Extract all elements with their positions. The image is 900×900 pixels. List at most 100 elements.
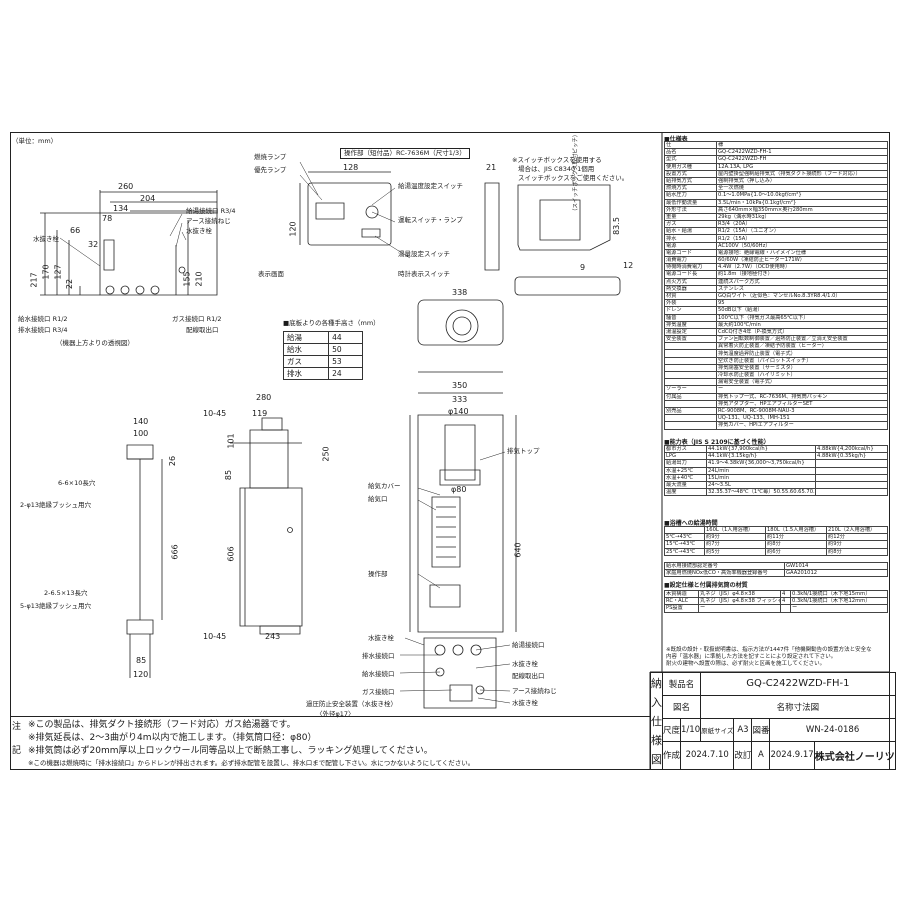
dim-350: 350: [452, 381, 468, 390]
label-operation: 操作部: [368, 570, 388, 578]
label-outer-diameter: 〈外径φ17〉: [316, 710, 355, 718]
dim-280: 280: [256, 393, 272, 402]
spec-cell: 60/60W（凍結防止ヒーター171W）: [716, 255, 888, 265]
dim-phi80: φ80: [451, 485, 467, 494]
capacity-cell: 24〜3.5L: [706, 480, 816, 490]
spec-cell: 待機時消費電力: [664, 263, 717, 272]
spec-cell: GQ-C2422WZD-FH-1: [716, 148, 888, 157]
spec-cell: 4.4W（2.7W）（OCD使用時）: [716, 263, 888, 272]
supply-time-cell: 約7分: [704, 540, 766, 549]
dim-119: 119: [252, 409, 268, 418]
label-clock-switch: 時計表示スイッチ: [398, 270, 450, 278]
dim-210: 210: [194, 271, 204, 287]
drawing-no: WN-24-0186: [769, 717, 896, 742]
vent-cell: ー: [790, 604, 888, 613]
spec-cell: 消費電力: [664, 255, 717, 265]
capacity-cell: 4.88kW{0.35kg/h}: [815, 452, 888, 461]
notes-label-1: 注: [12, 722, 22, 732]
spec-note-2: 内容「温水器」に準拠した方法を記すことにより設定されて下さい。: [666, 654, 837, 660]
note-line-2: ※排気延長は、2〜3曲がり4m以内で施工します。（排気筒口径：φ80）: [28, 733, 317, 743]
spec-cell: [664, 349, 717, 358]
spec-cell: 型式: [664, 155, 717, 164]
label-slot-6-5x13: 2-6.5×13長穴: [44, 589, 88, 597]
paper-value: A3: [733, 717, 753, 742]
spec-cell: 電源接地：絶縁電線・ハイメイン仕様: [716, 248, 888, 258]
spec-cell: 設置方式: [664, 169, 717, 178]
label-drain-plug: 水抜き栓: [512, 660, 538, 668]
spec-row: 異常着火防止装置／凍結予防装置（ヒーター）: [664, 342, 888, 351]
spec-cell: AC100V（50/60Hz）: [716, 241, 888, 250]
intake-grille: [432, 497, 460, 567]
capacity-cell: 都市ガス: [664, 444, 707, 454]
supply-time-cell: 約5分: [704, 547, 766, 556]
capacity-row: 温度32.35.37〜48℃（1℃毎）50.55.60.65.70.75.80℃…: [664, 488, 888, 497]
operation-panel: [430, 585, 460, 607]
spec-cell: ー: [716, 385, 888, 394]
label-priority-lamp: 優先ランプ: [254, 166, 287, 174]
spec-cell: 排気トップ一式、RC-7636M、排気筒パッキン: [716, 392, 888, 401]
drawing-sheet: [10, 132, 890, 770]
spec-cell: 湯温設定: [664, 327, 717, 337]
bottom-view: [424, 638, 496, 708]
label-wall-side: （スイッチボックス取付ピッチ）: [573, 131, 579, 214]
spec-cell: 空炊き防止装置（パイロットスイッチ）: [716, 356, 888, 365]
dim-338: 338: [452, 288, 468, 297]
switchbox-note-3: スイッチボックスをご使用ください。: [518, 174, 629, 182]
product-name: GQ-C2422WZD-FH-1: [700, 672, 896, 696]
spec-row: 排気カバー、HPIエアフィルター: [664, 421, 888, 430]
spec-title: ■仕様表: [664, 136, 688, 143]
capacity-cell: 温度: [664, 488, 707, 497]
supply-time-cell: 約11分: [765, 533, 827, 542]
dim-120: 120: [288, 221, 298, 237]
capacity-cell: 4.88kW{4,200kcal/h}: [815, 444, 888, 454]
vent-title: ■設定仕様と付属排気筒の材質: [664, 582, 748, 589]
dim-26: 26: [168, 455, 178, 467]
spec-cell: 騒音: [664, 313, 717, 322]
remote-screen: [316, 203, 344, 219]
remote-title: 操作部（短付品）RC-7636M（尺寸1/3）: [340, 148, 470, 159]
spec-cell: 排気温度: [664, 320, 717, 329]
label-water-drain-plug-2: 水抜き栓: [512, 699, 538, 707]
spec-cell: [664, 370, 717, 380]
vent-cell: 丸ネジ（JIS）φ4.8×38: [698, 589, 781, 599]
unit-label: （単位：mm）: [12, 137, 58, 145]
vent-cell: 丸ネジ（JIS）φ4.8×38 フィッシャープラグSX 6×30: [698, 597, 781, 606]
vent-row: PS設置ーー: [664, 604, 888, 613]
spec-cell: 排気温度過昇防止装置（電子式）: [716, 349, 888, 358]
note-line-3: ※排気筒は必ず20mm厚以上ロックウール同等品以上で断熱工事し、ラッキング処理し…: [28, 746, 433, 756]
dim-10-45-top: 10-45: [203, 409, 227, 418]
vent-cell: PS設置: [664, 604, 699, 613]
spec-cell: 別売品: [664, 406, 717, 416]
label-bushing-5: 5-φ13絶縁ブッシュ用穴: [20, 602, 92, 610]
dim-21: 21: [486, 163, 497, 172]
spec-cell: 電源コード: [664, 248, 717, 258]
spec-cell: [664, 356, 717, 365]
spec-cell: ファン回転数制御装置／過熱防止装置／立消え安全装置: [716, 335, 888, 344]
dim-666: 666: [170, 544, 180, 560]
spec-row: 排気温度最大約100℃/min: [664, 320, 888, 329]
spec-row: 付属品排気トップ一式、RC-7636M、排気筒パッキン: [664, 392, 888, 401]
capacity-cell: 水温+40℃: [664, 473, 707, 482]
capacity-cell: 給湯出力: [664, 459, 707, 468]
label-water-drain: 水抜き栓: [33, 235, 59, 243]
supply-time-cell: 約6分: [765, 547, 827, 556]
spec-cell: ソーラー: [664, 385, 717, 394]
spec-cell: ステンレス: [716, 284, 888, 293]
rev-mark: A: [751, 740, 771, 771]
spec-row: 排気温度過昇防止装置（電子式）: [664, 349, 888, 358]
dim-134: 134: [113, 204, 129, 213]
spec-cell: 冷却水防止装置（ハイリミット）: [716, 370, 888, 380]
supply-time-cell: 約9分: [704, 533, 766, 542]
